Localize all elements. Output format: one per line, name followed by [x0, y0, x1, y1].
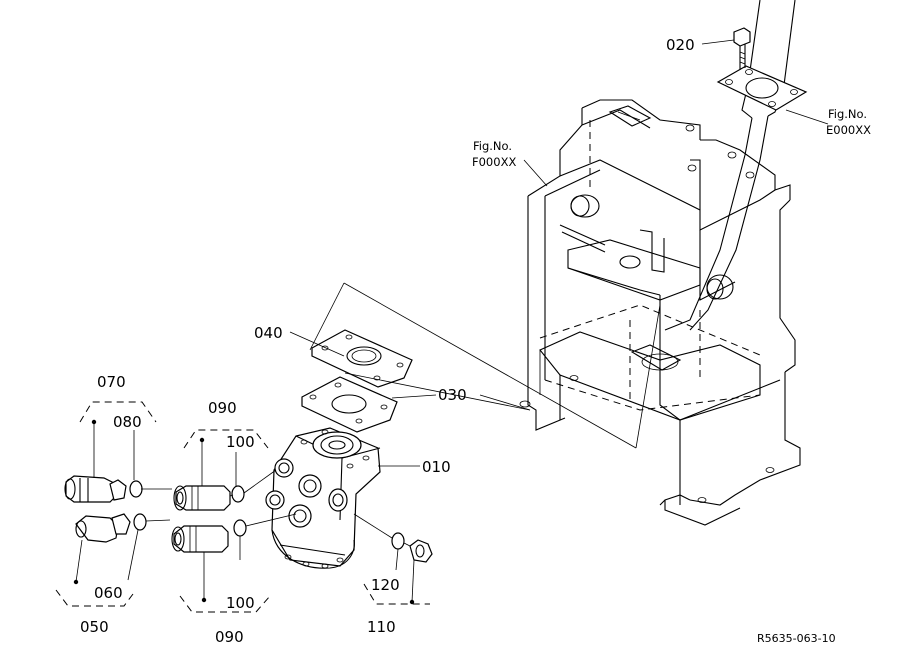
bolt-020 — [733, 27, 751, 70]
label-040: 040 — [254, 324, 283, 342]
steering-frame — [519, 99, 801, 526]
steering-unit-010 — [265, 427, 381, 569]
label-100-upper: 100 — [226, 433, 255, 451]
label-060: 060 — [94, 584, 123, 602]
o-ring-060 — [133, 513, 147, 531]
gasket-030 — [301, 376, 398, 433]
label-010: 010 — [422, 458, 451, 476]
drawing-code: R5635-063-10 — [757, 632, 836, 645]
label-050: 050 — [80, 618, 109, 636]
label-090-lower: 090 — [215, 628, 244, 646]
steering-column — [664, 0, 808, 331]
fig-ref-f-code: F000XX — [472, 155, 516, 169]
flange-plate-040 — [311, 329, 413, 388]
label-120: 120 — [371, 576, 400, 594]
label-030: 030 — [438, 386, 467, 404]
label-020: 020 — [666, 36, 695, 54]
plug-110 — [409, 539, 433, 563]
label-070: 070 — [97, 373, 126, 391]
o-ring-100-lower — [233, 519, 247, 537]
assembly-lines — [141, 282, 661, 547]
o-ring-120 — [391, 532, 405, 550]
adaptor-090-upper — [173, 485, 231, 511]
adaptor-090-lower — [171, 525, 229, 553]
label-100-lower: 100 — [226, 594, 255, 612]
part-labels: 010 020 030 040 050 060 070 080 090 090 … — [80, 36, 695, 646]
elbow-fitting-070 — [64, 475, 127, 503]
fig-ref-e-title: Fig.No. — [828, 107, 867, 121]
fig-ref-e-code: E000XX — [826, 123, 871, 137]
o-ring-100-upper — [231, 485, 245, 503]
label-090-upper: 090 — [208, 399, 237, 417]
fig-ref-f-title: Fig.No. — [473, 139, 512, 153]
leader-lines — [75, 39, 829, 603]
label-110: 110 — [367, 618, 396, 636]
figure-references: Fig.No. E000XX Fig.No. F000XX — [472, 107, 871, 169]
elbow-fitting-050 — [75, 513, 131, 543]
label-080: 080 — [113, 413, 142, 431]
o-ring-080 — [129, 480, 143, 498]
